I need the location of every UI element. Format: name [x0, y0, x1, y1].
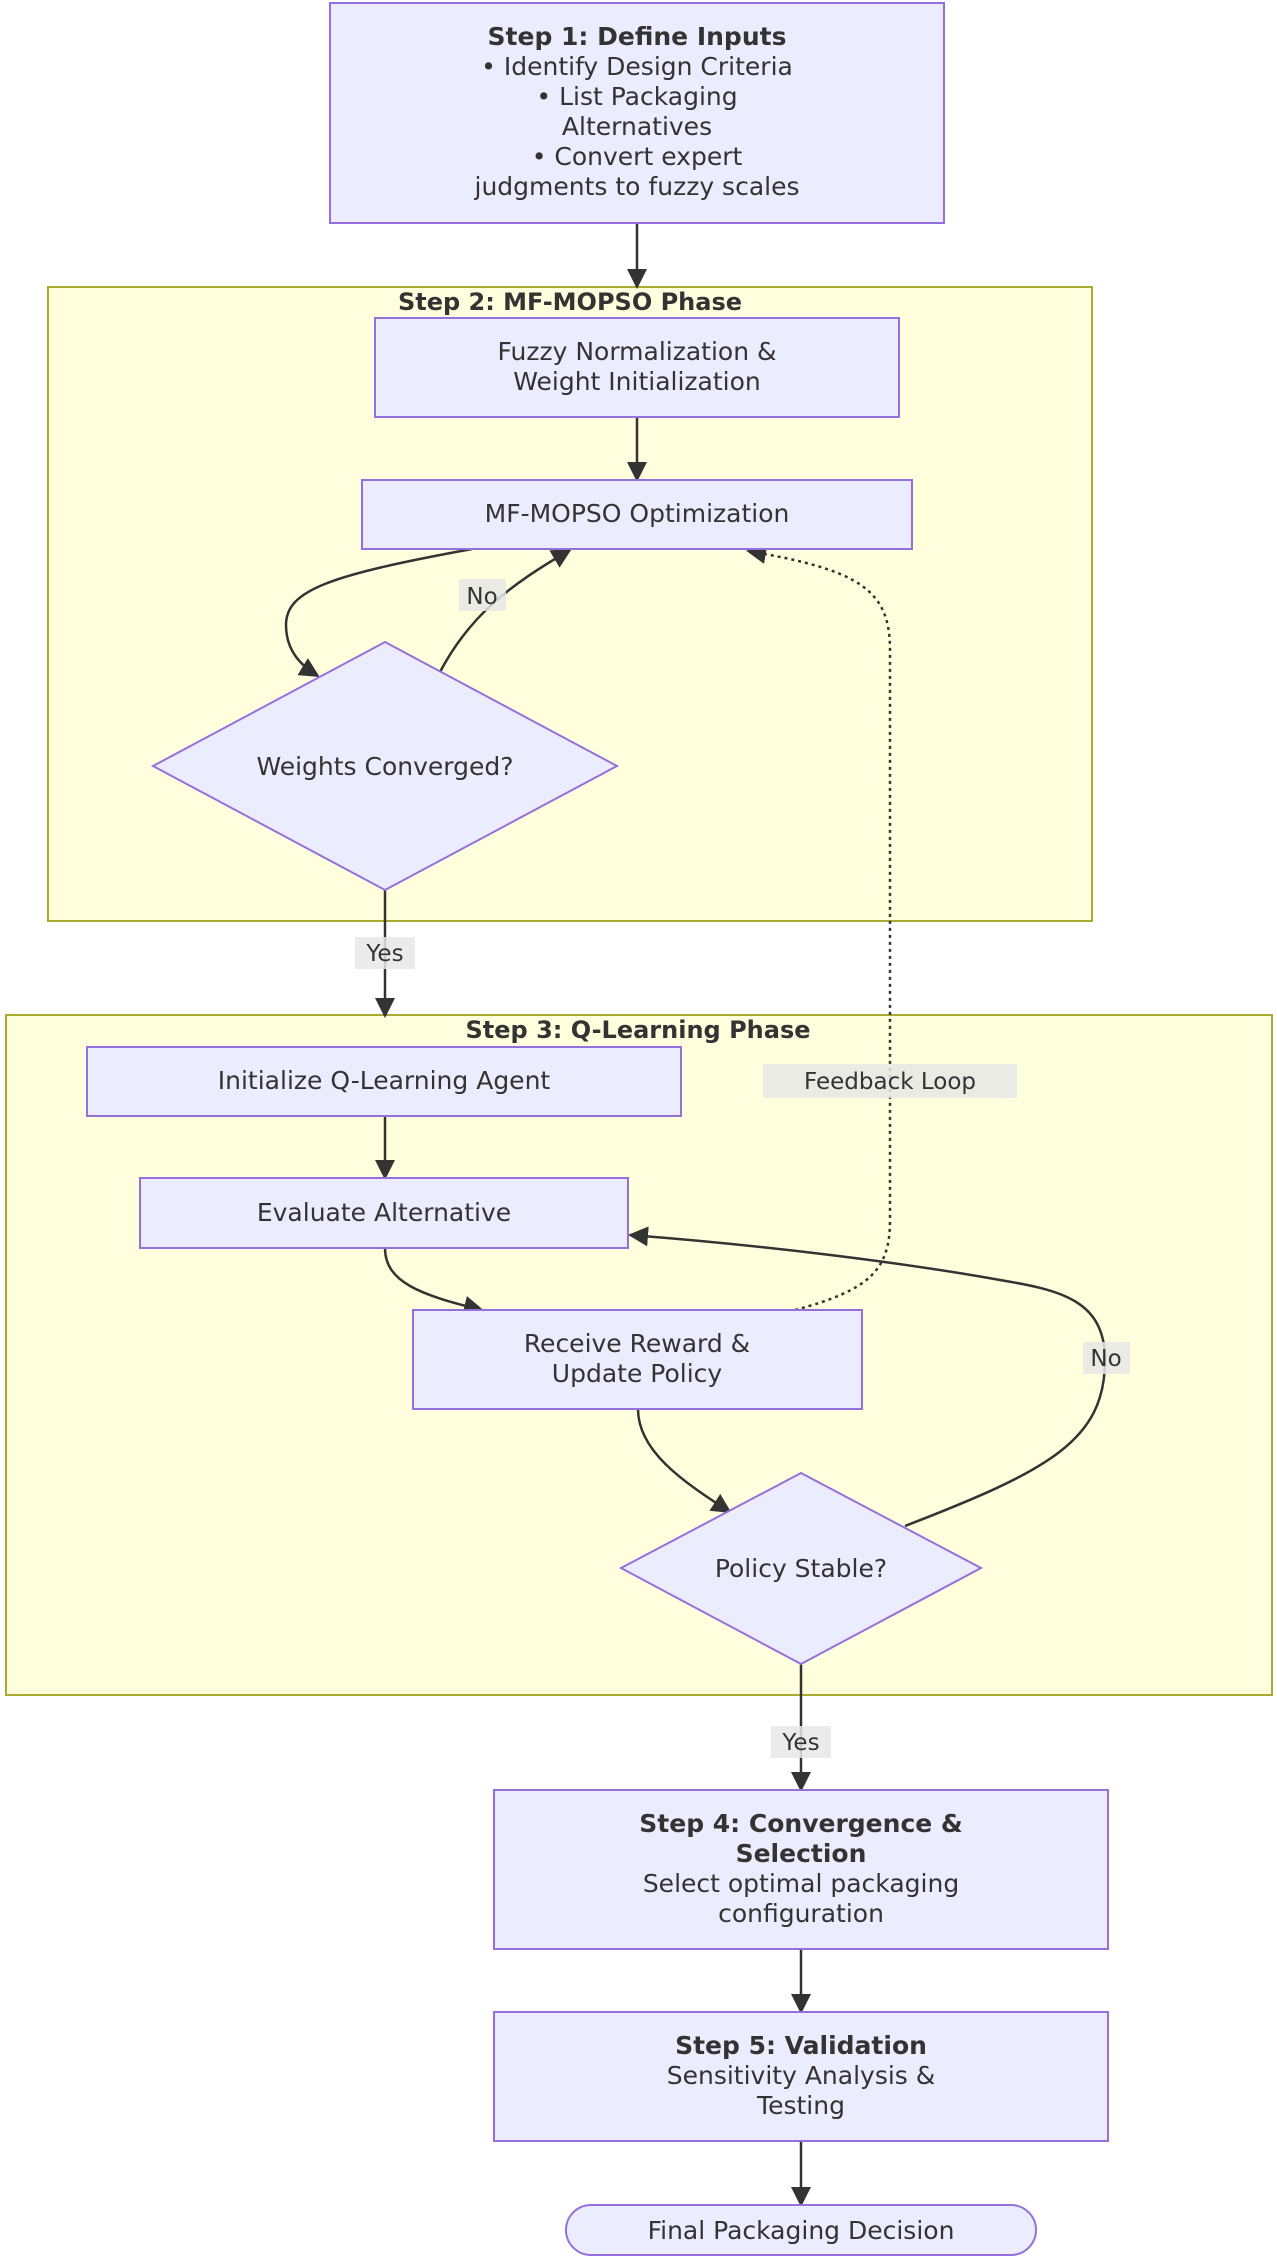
cluster-q-learning-title: Step 3: Q-Learning Phase: [466, 1016, 811, 1044]
fuzzy-normalization-line: Weight Initialization: [513, 367, 761, 396]
step5-line: Sensitivity Analysis &: [667, 2061, 936, 2090]
step5-title: Step 5: Validation: [675, 2031, 927, 2060]
step1-line: judgments to fuzzy scales: [474, 172, 800, 201]
weights-converged-label: Weights Converged?: [256, 752, 513, 781]
step1-line: • Identify Design Criteria: [481, 52, 793, 81]
edge-label-no-policy: No: [1090, 1346, 1121, 1372]
mf-mopso-optimization-label: MF-MOPSO Optimization: [485, 499, 790, 528]
step4-line: configuration: [718, 1899, 884, 1928]
edge-labels: No Yes Feedback Loop No Yes: [355, 579, 1130, 1758]
policy-stable-label: Policy Stable?: [715, 1554, 887, 1583]
edge-label-yes-policy: Yes: [781, 1730, 819, 1756]
step1-line: • Convert expert: [532, 142, 743, 171]
edge-evaluate-to-reward: [383, 1247, 484, 1316]
edge-policy-no-to-evaluate: [628, 1226, 1107, 1528]
edge-label-feedback-loop: Feedback Loop: [804, 1069, 976, 1095]
node-mf-mopso-optimization: MF-MOPSO Optimization: [361, 479, 913, 550]
step4-line: Select optimal packaging: [643, 1869, 959, 1898]
edge-reward-to-policy: [636, 1408, 732, 1514]
node-policy-stable: Policy Stable?: [618, 1471, 984, 1666]
evaluate-alternative-label: Evaluate Alternative: [257, 1198, 511, 1227]
cluster-mf-mopso-title: Step 2: MF-MOPSO Phase: [398, 288, 742, 316]
step1-line: • List Packaging: [536, 82, 737, 111]
node-final-packaging-decision: Final Packaging Decision: [565, 2204, 1037, 2256]
node-receive-reward: Receive Reward & Update Policy: [412, 1309, 863, 1410]
node-evaluate-alternative: Evaluate Alternative: [139, 1177, 629, 1249]
node-fuzzy-normalization: Fuzzy Normalization & Weight Initializat…: [374, 317, 900, 418]
fuzzy-normalization-line: Fuzzy Normalization &: [497, 337, 776, 366]
edge-mopso-to-weights: [284, 547, 473, 678]
edge-label-no-weights: No: [466, 584, 497, 610]
node-step1-define-inputs: Step 1: Define Inputs • Identify Design …: [329, 2, 945, 224]
step4-title-line: Selection: [736, 1839, 867, 1868]
step1-title: Step 1: Define Inputs: [488, 22, 787, 51]
node-initialize-q-learning: Initialize Q-Learning Agent: [86, 1046, 682, 1117]
step5-line: Testing: [756, 2091, 845, 2120]
initialize-q-learning-label: Initialize Q-Learning Agent: [218, 1066, 551, 1095]
final-packaging-decision-label: Final Packaging Decision: [648, 2216, 955, 2245]
step4-title-line: Step 4: Convergence &: [639, 1809, 962, 1838]
node-step5-validation: Step 5: Validation Sensitivity Analysis …: [493, 2011, 1109, 2142]
receive-reward-line: Update Policy: [552, 1359, 723, 1388]
edge-feedback-loop: [746, 544, 892, 1312]
node-step4-convergence: Step 4: Convergence & Selection Select o…: [493, 1789, 1109, 1950]
step1-line: Alternatives: [562, 112, 712, 141]
edge-label-yes-weights: Yes: [365, 941, 403, 967]
node-weights-converged: Weights Converged?: [150, 640, 620, 892]
receive-reward-line: Receive Reward &: [524, 1329, 750, 1358]
